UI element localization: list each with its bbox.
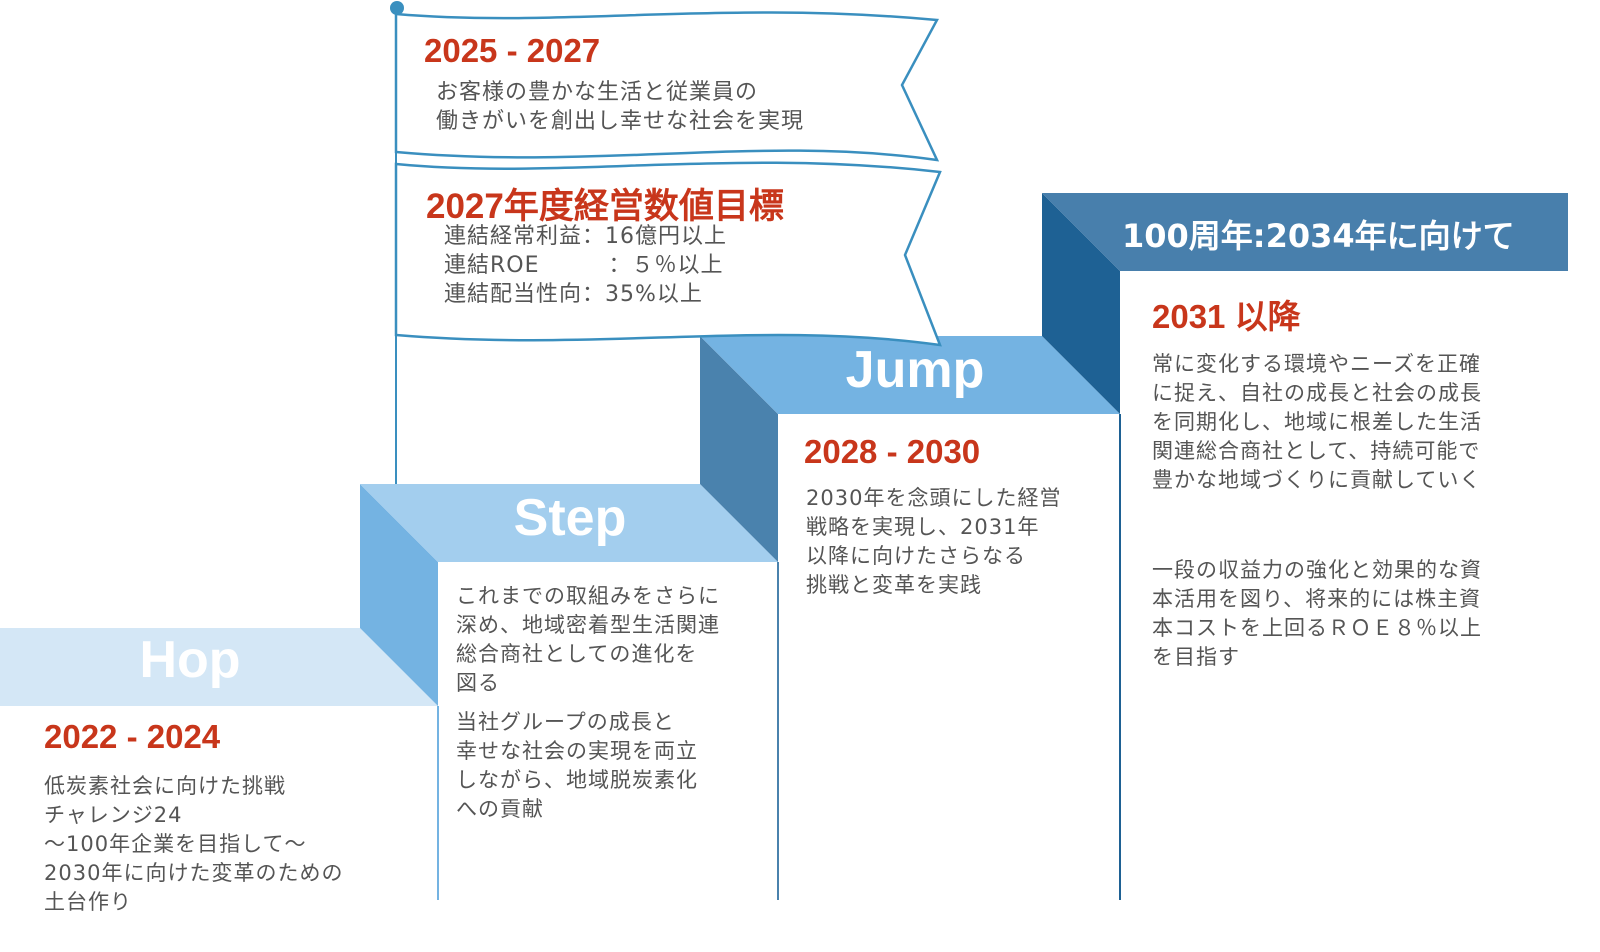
jump-label: Jump <box>845 341 985 399</box>
step-text-2: 当社グループの成長と 幸せな社会の実現を両立 しながら、地域脱炭素化 への貢献 <box>456 710 698 821</box>
flag-2-text: 連結経常利益：16億円以上 連結ROE ：５％以上 連結配当性向：35%以上 <box>444 224 727 307</box>
flag-2 <box>394 161 942 347</box>
flag-1-title: 2025 - 2027 <box>424 32 601 69</box>
jump-side <box>700 336 778 562</box>
step-top <box>360 484 778 562</box>
jump-top <box>700 336 1120 414</box>
goal-top <box>1042 193 1568 271</box>
flag-2-title: 2027年度経営数値目標 <box>426 187 784 226</box>
flag-1-text: お客様の豊かな生活と従業員の 働きがいを創出し幸せな社会を実現 <box>436 80 805 134</box>
goal-period: 2031 以降 <box>1152 298 1301 335</box>
flag-pole-knob <box>390 1 404 15</box>
flag-1 <box>394 11 940 162</box>
hop-label: Hop <box>139 631 241 689</box>
goal-side <box>1042 193 1120 414</box>
jump-period: 2028 - 2030 <box>804 433 981 470</box>
goal-text-1: 常に変化する環境やニーズを正確 に捉え、自社の成長と社会の成長 を同期化し、地域… <box>1152 352 1482 492</box>
hop-period: 2022 - 2024 <box>44 718 221 755</box>
goal-text-2: 一段の収益力の強化と効果的な資 本活用を図り、将来的には株主資 本コストを上回る… <box>1152 558 1482 669</box>
hop-band <box>0 628 438 706</box>
jump-text: 2030年を念頭にした経営 戦略を実現し、2031年 以降に向けたさらなる 挑戦… <box>806 486 1062 597</box>
step-text-1: これまでの取組みをさらに 深め、地域密着型生活関連 総合商社としての進化を 図る <box>456 584 720 695</box>
hop-text: 低炭素社会に向けた挑戦 チャレンジ24 ～100年企業を目指して～ 2030年に… <box>44 774 344 914</box>
step-label: Step <box>513 489 627 547</box>
step-side <box>360 484 438 706</box>
goal-label: 100周年:2034年に向けて <box>1122 217 1515 255</box>
